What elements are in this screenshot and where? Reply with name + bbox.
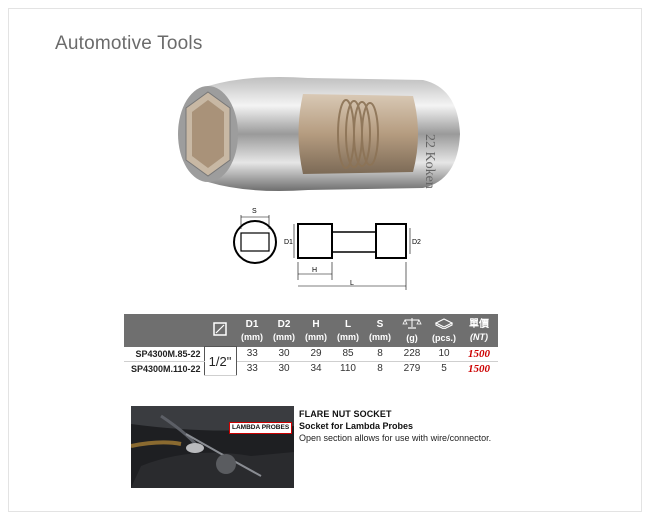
header-h: H(mm) — [300, 314, 332, 347]
promo-subtitle: Socket for Lambda Probes — [299, 421, 414, 431]
dimension-drawing: S H L D1 D2 — [233, 208, 421, 290]
table-row: SP4300M.85-22 1/2" 33 30 29 85 8 228 10 … — [124, 346, 498, 376]
dim-d2-label: D2 — [412, 239, 421, 246]
cell-d1: 33 — [236, 346, 268, 362]
scale-icon — [402, 317, 422, 329]
cell-d2: 30 — [268, 346, 300, 362]
cell-d1: 33 — [246, 363, 258, 374]
cell-weight: 279 — [403, 363, 421, 374]
box-icon — [434, 318, 454, 330]
cell-d2: 30 — [278, 363, 290, 374]
cell-l: 85 — [332, 346, 364, 362]
square-drive-icon — [213, 321, 227, 336]
dim-h-label: H — [312, 267, 317, 274]
dim-s-label: S — [252, 208, 257, 215]
dim-l-label: L — [350, 280, 354, 287]
cell-price: 1500 — [460, 346, 498, 362]
header-d2: D2(mm) — [268, 314, 300, 347]
cell-h: 34 — [310, 363, 322, 374]
promo-title: FLARE NUT SOCKET — [299, 409, 392, 419]
product-code: SP4300M.85-22 — [124, 346, 204, 362]
cell-price: 1500 — [468, 362, 490, 375]
table-header-row: D1(mm) D2(mm) H(mm) L(mm) S(mm) (g) (pcs… — [124, 314, 498, 347]
spec-table: D1(mm) D2(mm) H(mm) L(mm) S(mm) (g) (pcs… — [124, 314, 498, 376]
cell-l: 110 — [340, 363, 356, 374]
cell-s: 8 — [377, 363, 383, 374]
cell-h: 29 — [300, 346, 332, 362]
lambda-probes-label: LAMBDA PROBES — [229, 422, 293, 434]
header-d1: D1(mm) — [236, 314, 268, 347]
promo-text-block: FLARE NUT SOCKET Socket for Lambda Probe… — [299, 409, 491, 443]
cell-pcs: 5 — [441, 363, 447, 374]
page-title: Automotive Tools — [55, 33, 203, 54]
dim-d1-label: D1 — [284, 239, 293, 246]
socket-product-photo: 22 Koken — [178, 77, 460, 191]
drive-size: 1/2" — [203, 346, 237, 376]
cell-weight: 228 — [396, 346, 428, 362]
svg-text:22 Koken: 22 Koken — [422, 134, 437, 189]
product-code: SP4300M.110-22 — [130, 363, 201, 374]
header-code — [124, 314, 204, 347]
header-price: 單價(NT) — [460, 314, 498, 347]
header-l: L(mm) — [332, 314, 364, 347]
header-drive — [204, 314, 236, 347]
table-row: SP4300M.110-22 33 30 34 110 8 279 5 1500 — [124, 361, 498, 376]
promo-description: Open section allows for use with wire/co… — [299, 433, 492, 443]
cell-pcs: 10 — [428, 346, 460, 362]
header-pcs: (pcs.) — [428, 314, 460, 347]
lambda-probe-photo: LAMBDA PROBES — [131, 406, 294, 488]
header-weight: (g) — [396, 314, 428, 347]
header-s: S(mm) — [364, 314, 396, 347]
cell-s: 8 — [364, 346, 396, 362]
